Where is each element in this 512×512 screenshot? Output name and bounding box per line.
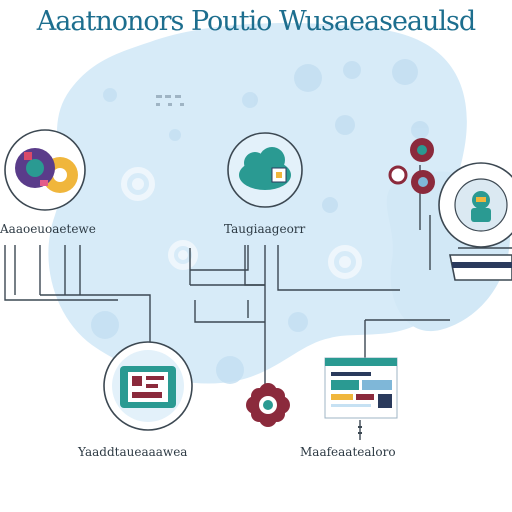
gears-icon [15,148,78,193]
chip-icon [120,366,176,408]
robot-avatar-node [438,162,512,281]
robot-avatar-icon [471,191,491,222]
gears-node [4,129,86,211]
tiny-marks [156,95,184,106]
label-top-center: Taugiaageorr [224,222,306,236]
cloud-node [227,132,303,208]
decorative-gear-teeth [132,178,351,268]
cloud-icon [239,147,291,190]
flower-gear-icon [246,383,290,427]
decorative-gear-icon [121,167,362,279]
label-bottom-left: Yaaddtaueaaawea [78,445,188,459]
tiny-bullets [358,426,362,434]
network-node-icon [388,138,435,194]
browser-window-icon [324,357,398,419]
label-bottom-right: Maafeaatealoro [300,445,396,459]
chip-node [103,341,193,431]
label-top-left: Aaaoeuoaetewe [0,222,96,236]
page-title: Aaatnonors Poutio Wusaeaseaulsd [36,6,476,37]
decorative-bubbles [91,59,429,384]
